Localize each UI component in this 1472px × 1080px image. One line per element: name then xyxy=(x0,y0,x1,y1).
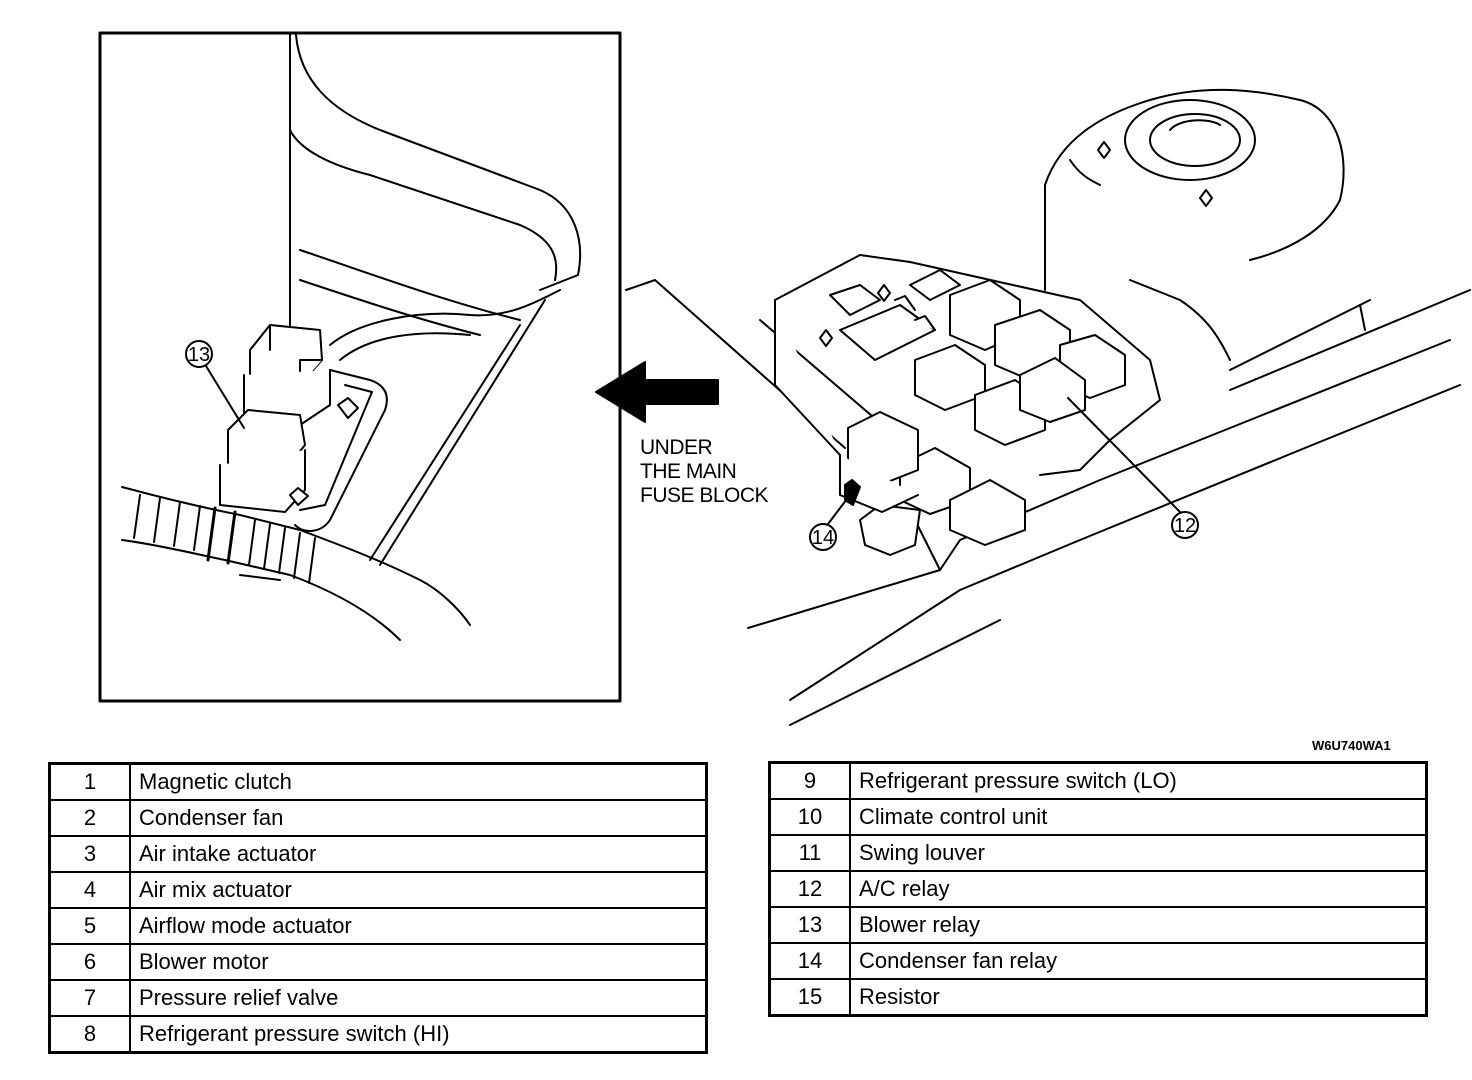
legend-name: Refrigerant pressure switch (HI) xyxy=(129,1015,708,1054)
legend-name: Airflow mode actuator xyxy=(129,907,708,945)
figure-code: W6U740WA1 xyxy=(1312,738,1391,753)
legend-number: 2 xyxy=(48,799,131,837)
direction-label-line-1: UNDER xyxy=(640,436,713,459)
legend-name: Condenser fan xyxy=(129,799,708,837)
legend-name: Magnetic clutch xyxy=(129,762,708,801)
direction-arrow xyxy=(595,361,719,423)
legend-number: 6 xyxy=(48,943,131,981)
legend-name: Pressure relief valve xyxy=(129,979,708,1017)
legend-name: Swing louver xyxy=(849,834,1428,872)
legend-name: Blower relay xyxy=(849,906,1428,944)
callout-14-label: 14 xyxy=(812,527,834,549)
legend-number: 7 xyxy=(48,979,131,1017)
callout-14-circle xyxy=(809,523,837,551)
callout-12-leader xyxy=(1067,397,1181,513)
legend-number: 9 xyxy=(768,761,851,800)
inset-bracket xyxy=(294,369,388,532)
legend-number: 1 xyxy=(48,762,131,801)
inset-blower-relay xyxy=(219,324,359,513)
callout-12-label: 12 xyxy=(1174,515,1196,537)
legend-name: A/C relay xyxy=(849,870,1428,908)
legend-name: Resistor xyxy=(849,978,1428,1017)
detail-inset-frame xyxy=(98,31,622,703)
legend-number: 13 xyxy=(768,906,851,944)
callout-13-leader xyxy=(205,365,245,429)
callout-13-circle xyxy=(185,340,213,368)
legend-number: 4 xyxy=(48,871,131,909)
legend-number: 11 xyxy=(768,834,851,872)
legend-name: Condenser fan relay xyxy=(849,942,1428,980)
direction-label-line-3: FUSE BLOCK xyxy=(640,484,769,507)
legend-number: 15 xyxy=(768,978,851,1017)
direction-label: UNDER THE MAIN FUSE BLOCK xyxy=(640,436,769,508)
legend-number: 3 xyxy=(48,835,131,873)
legend-number: 8 xyxy=(48,1015,131,1054)
legend-name: Climate control unit xyxy=(849,798,1428,836)
direction-label-line-2: THE MAIN xyxy=(640,460,737,483)
callout-12-circle xyxy=(1171,511,1199,539)
inset-harness xyxy=(121,486,471,641)
callout-13-label: 13 xyxy=(188,344,210,366)
legend-name: Blower motor xyxy=(129,943,708,981)
legend-number: 12 xyxy=(768,870,851,908)
legend-number: 10 xyxy=(768,798,851,836)
legend-name: Refrigerant pressure switch (LO) xyxy=(849,761,1428,800)
callout-14-leader xyxy=(827,494,851,525)
legend-number: 5 xyxy=(48,907,131,945)
inset-body-panel xyxy=(289,34,582,566)
legend-name: Air intake actuator xyxy=(129,835,708,873)
legend-number: 14 xyxy=(768,942,851,980)
legend-name: Air mix actuator xyxy=(129,871,708,909)
main-fuse-block xyxy=(774,254,1161,556)
component-location-drawing: 13 12 14 xyxy=(98,31,1471,726)
